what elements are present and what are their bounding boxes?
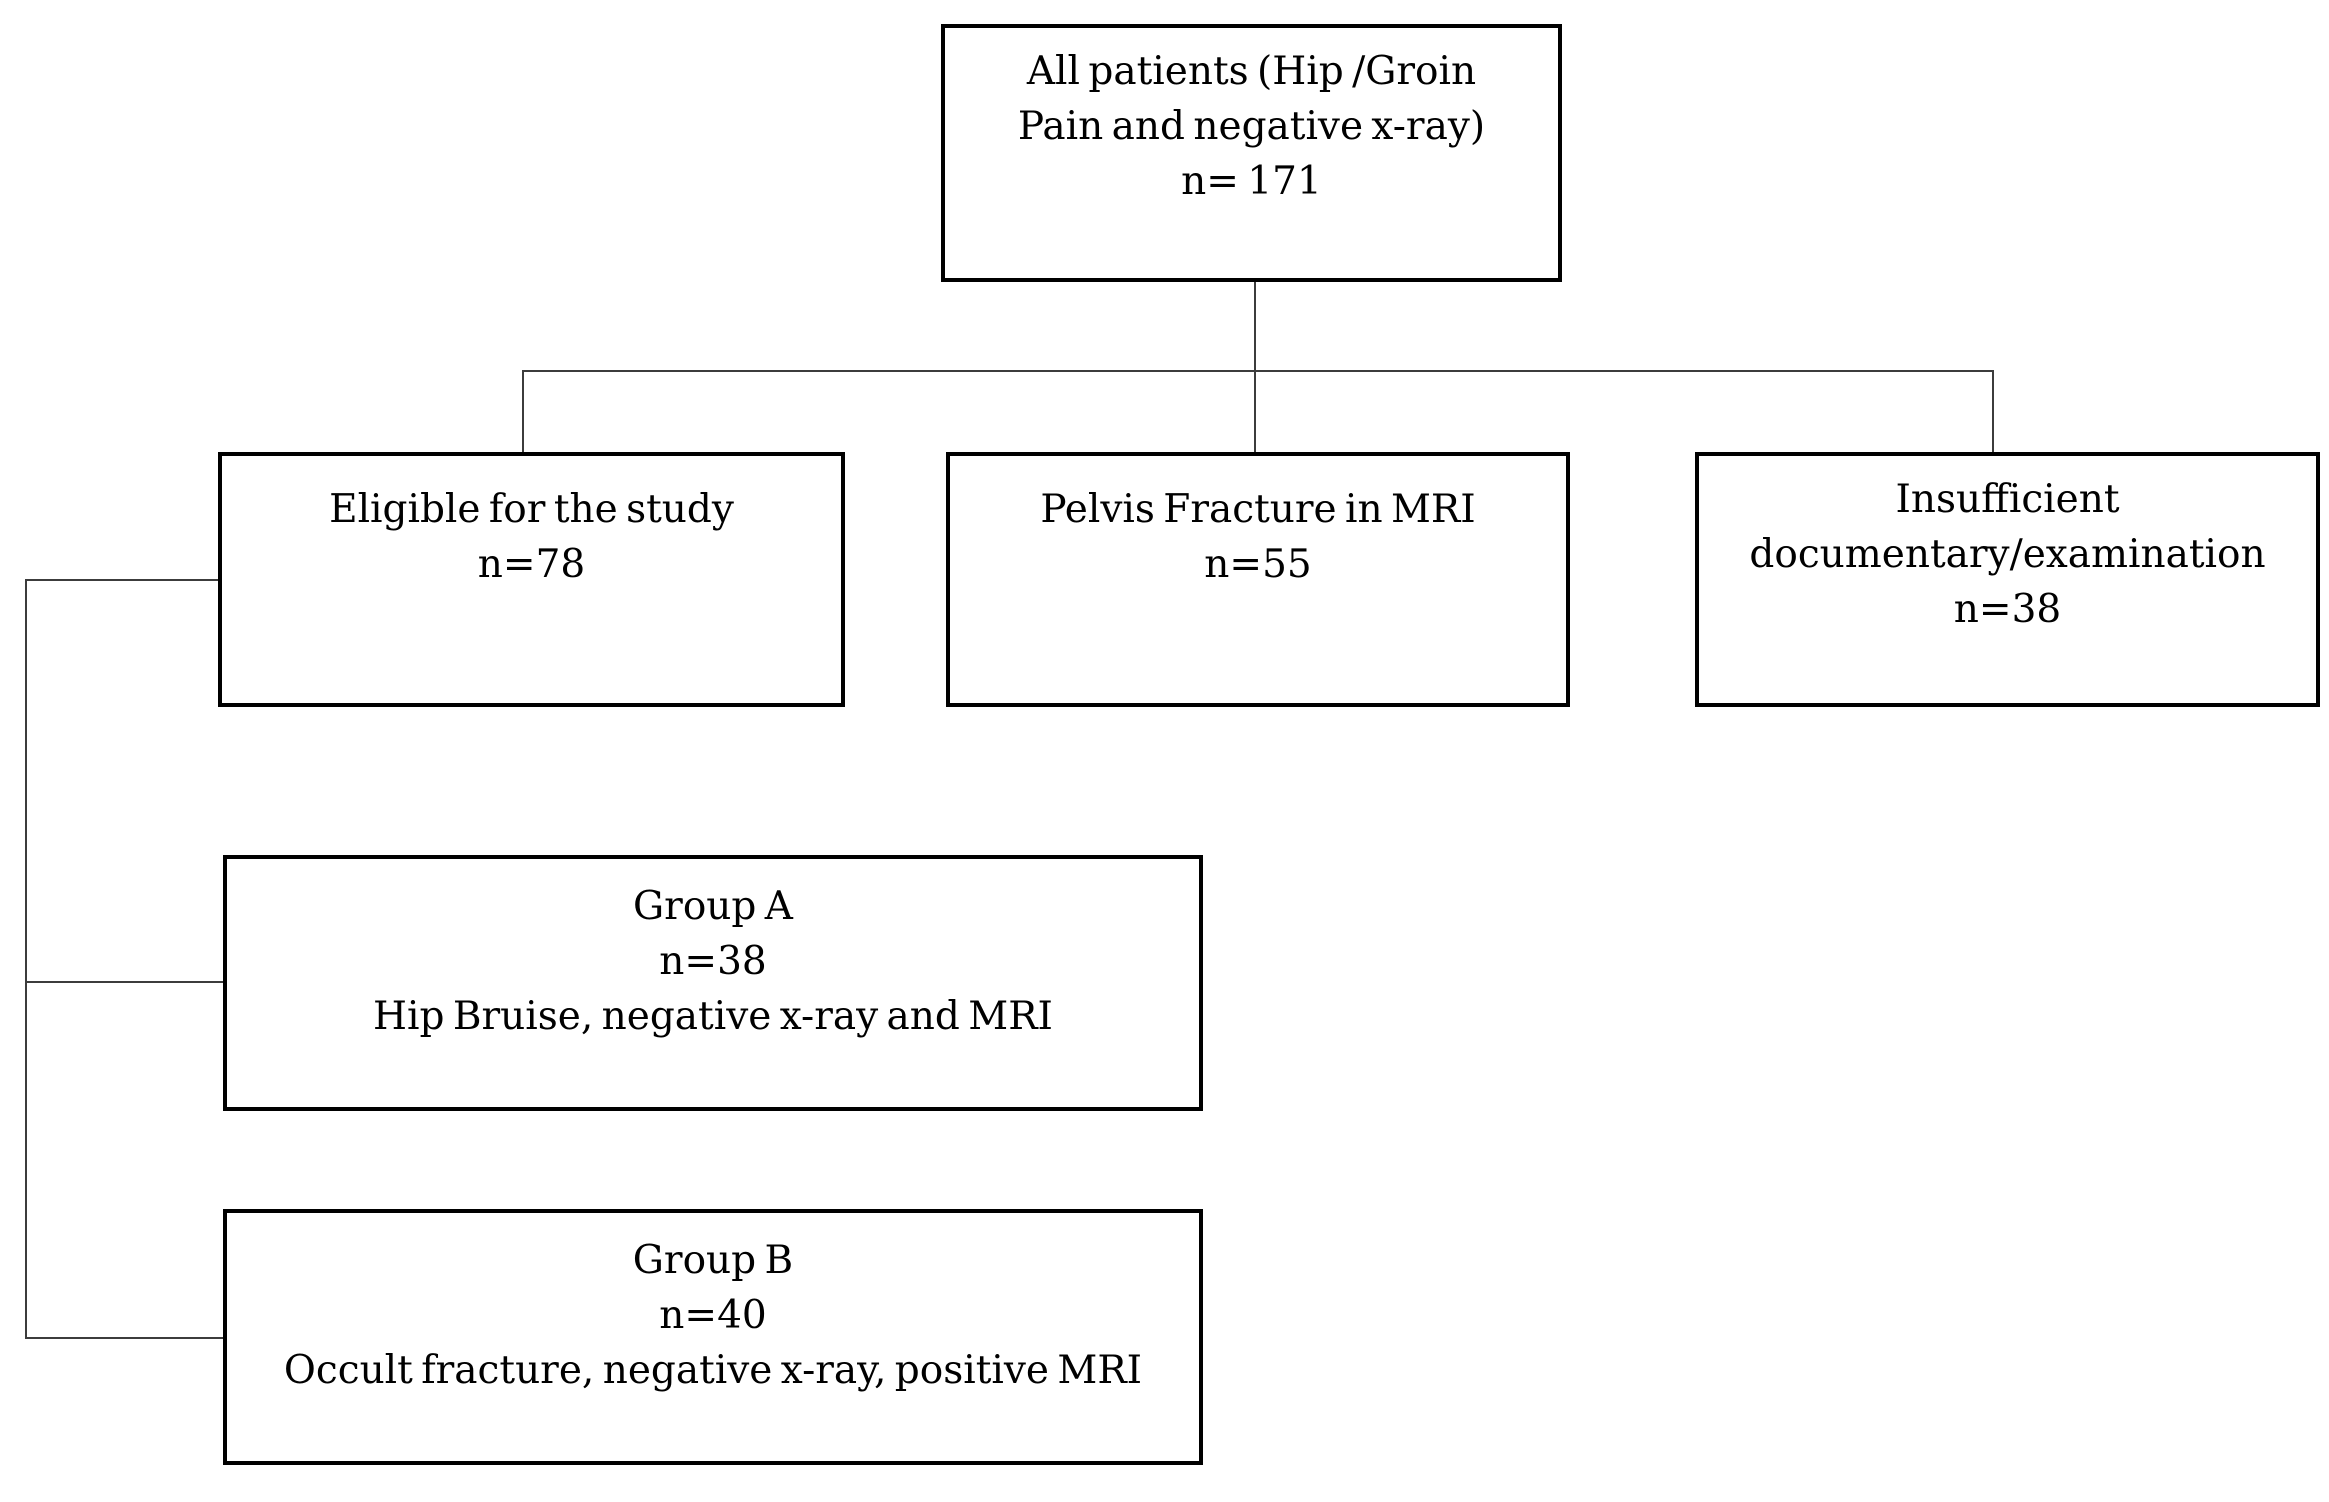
- box-line: Pain and negative x-ray): [1017, 104, 1486, 149]
- box-group-a: Group A n=38 Hip Bruise, negative x-ray …: [223, 855, 1203, 1111]
- connector-top-box-down: [1254, 282, 1256, 372]
- box-line: Pelvis Fracture in MRI: [1040, 487, 1476, 532]
- box-line-n-count: n=55: [1204, 542, 1312, 587]
- box-insufficient-documentation: Insufficient documentary/examination n=3…: [1695, 452, 2320, 707]
- connector-branch-to-group-b: [25, 1337, 225, 1339]
- box-line-n-count: n= 171: [1181, 159, 1322, 204]
- box-group-b: Group B n=40 Occult fracture, negative x…: [223, 1209, 1203, 1465]
- connector-bracket-vertical: [25, 579, 27, 1339]
- box-eligible-for-study: Eligible for the study n=78: [218, 452, 845, 707]
- box-line: Hip Bruise, negative x-ray and MRI: [373, 994, 1053, 1039]
- box-line-n-count: n=40: [659, 1293, 767, 1338]
- box-all-patients: All patients (Hip /Groin Pain and negati…: [941, 24, 1562, 282]
- connector-bracket-from-eligible: [25, 579, 220, 581]
- box-line: Eligible for the study: [329, 487, 734, 532]
- box-line: All patients (Hip /Groin: [1026, 49, 1477, 94]
- box-line: Occult fracture, negative x-ray, positiv…: [283, 1348, 1143, 1393]
- box-pelvis-fracture-mri: Pelvis Fracture in MRI n=55: [946, 452, 1570, 707]
- connector-branch-to-group-a: [25, 981, 225, 983]
- box-line-n-count: n=78: [477, 542, 586, 587]
- connector-drop-to-pelvis: [1254, 370, 1256, 454]
- connector-drop-to-insufficient: [1992, 370, 1994, 454]
- box-line: Group B: [632, 1238, 794, 1283]
- connector-drop-to-eligible: [522, 370, 524, 454]
- box-line-n-count: n=38: [659, 939, 767, 984]
- box-line: Group A: [633, 884, 793, 929]
- box-line-n-count: n=38: [1953, 587, 2062, 632]
- box-line: documentary/examination: [1749, 532, 2266, 577]
- connector-main-horizontal: [522, 370, 1994, 372]
- box-line: Insufficient: [1895, 477, 2120, 522]
